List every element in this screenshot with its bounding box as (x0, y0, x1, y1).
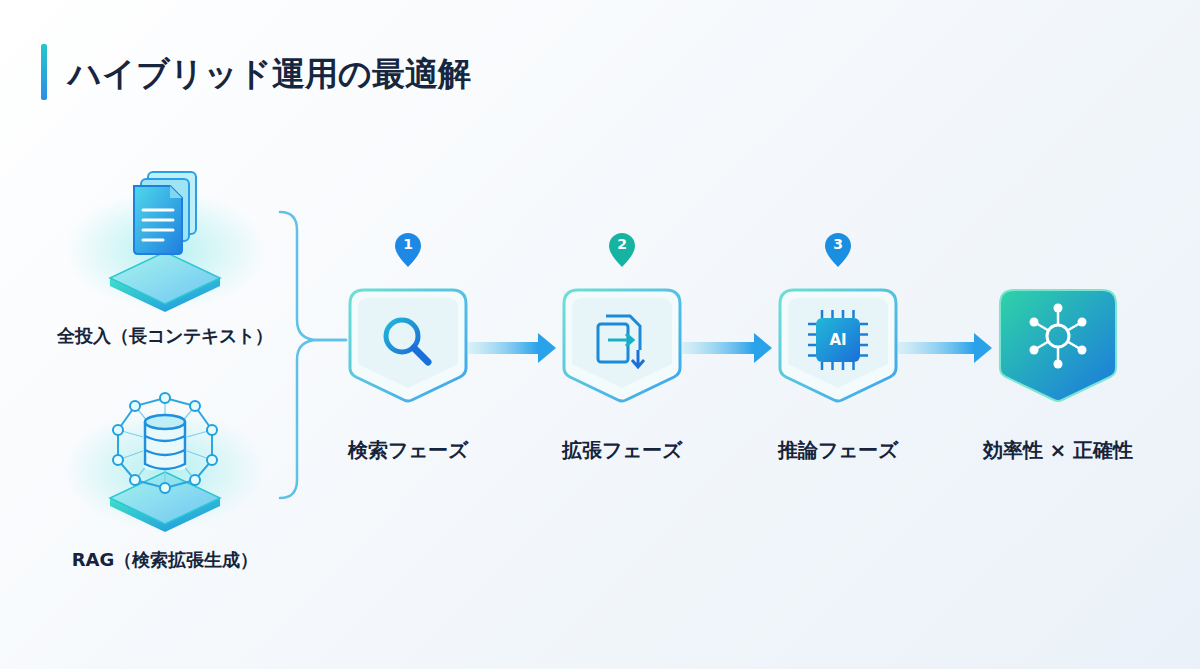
callout-number: 2 (608, 232, 636, 268)
phase-node: 拡張フェーズ (542, 288, 702, 464)
node-shape (348, 288, 468, 403)
node-label: 拡張フェーズ (562, 437, 682, 464)
callout-number-text: 1 (394, 236, 422, 252)
node-label: 検索フェーズ (348, 437, 468, 464)
chip-label: AI (829, 331, 846, 349)
source-node: 全投入（長コンテキスト） (50, 160, 280, 348)
node-shape (50, 390, 280, 540)
phase-node: 推論フェーズ AI (758, 288, 918, 464)
diagram-title: ハイブリッド運用の最適解 (68, 52, 471, 97)
callout-number-text: 3 (824, 236, 852, 252)
node-label: 全投入（長コンテキスト） (57, 324, 273, 348)
merge-brace (280, 212, 346, 340)
callout-number: 3 (824, 232, 852, 268)
result-badge: 効率性 × 正確性 (978, 288, 1138, 464)
node-shape (998, 288, 1118, 403)
flow-arrow (898, 333, 992, 363)
node-label: RAG（検索拡張生成） (72, 548, 259, 572)
node-shape (562, 288, 682, 403)
phase-node: 検索フェーズ (328, 288, 488, 464)
node-label: 推論フェーズ (778, 437, 898, 464)
flow-arrow (682, 333, 772, 363)
flow-arrow (468, 333, 556, 363)
title-bar (41, 44, 47, 100)
node-shape (50, 160, 280, 320)
callout-number: 1 (394, 232, 422, 268)
node-label: 効率性 × 正確性 (983, 437, 1134, 464)
source-node: RAG（検索拡張生成） (50, 390, 280, 572)
callout-number-text: 2 (608, 236, 636, 252)
merge-brace (280, 340, 346, 498)
